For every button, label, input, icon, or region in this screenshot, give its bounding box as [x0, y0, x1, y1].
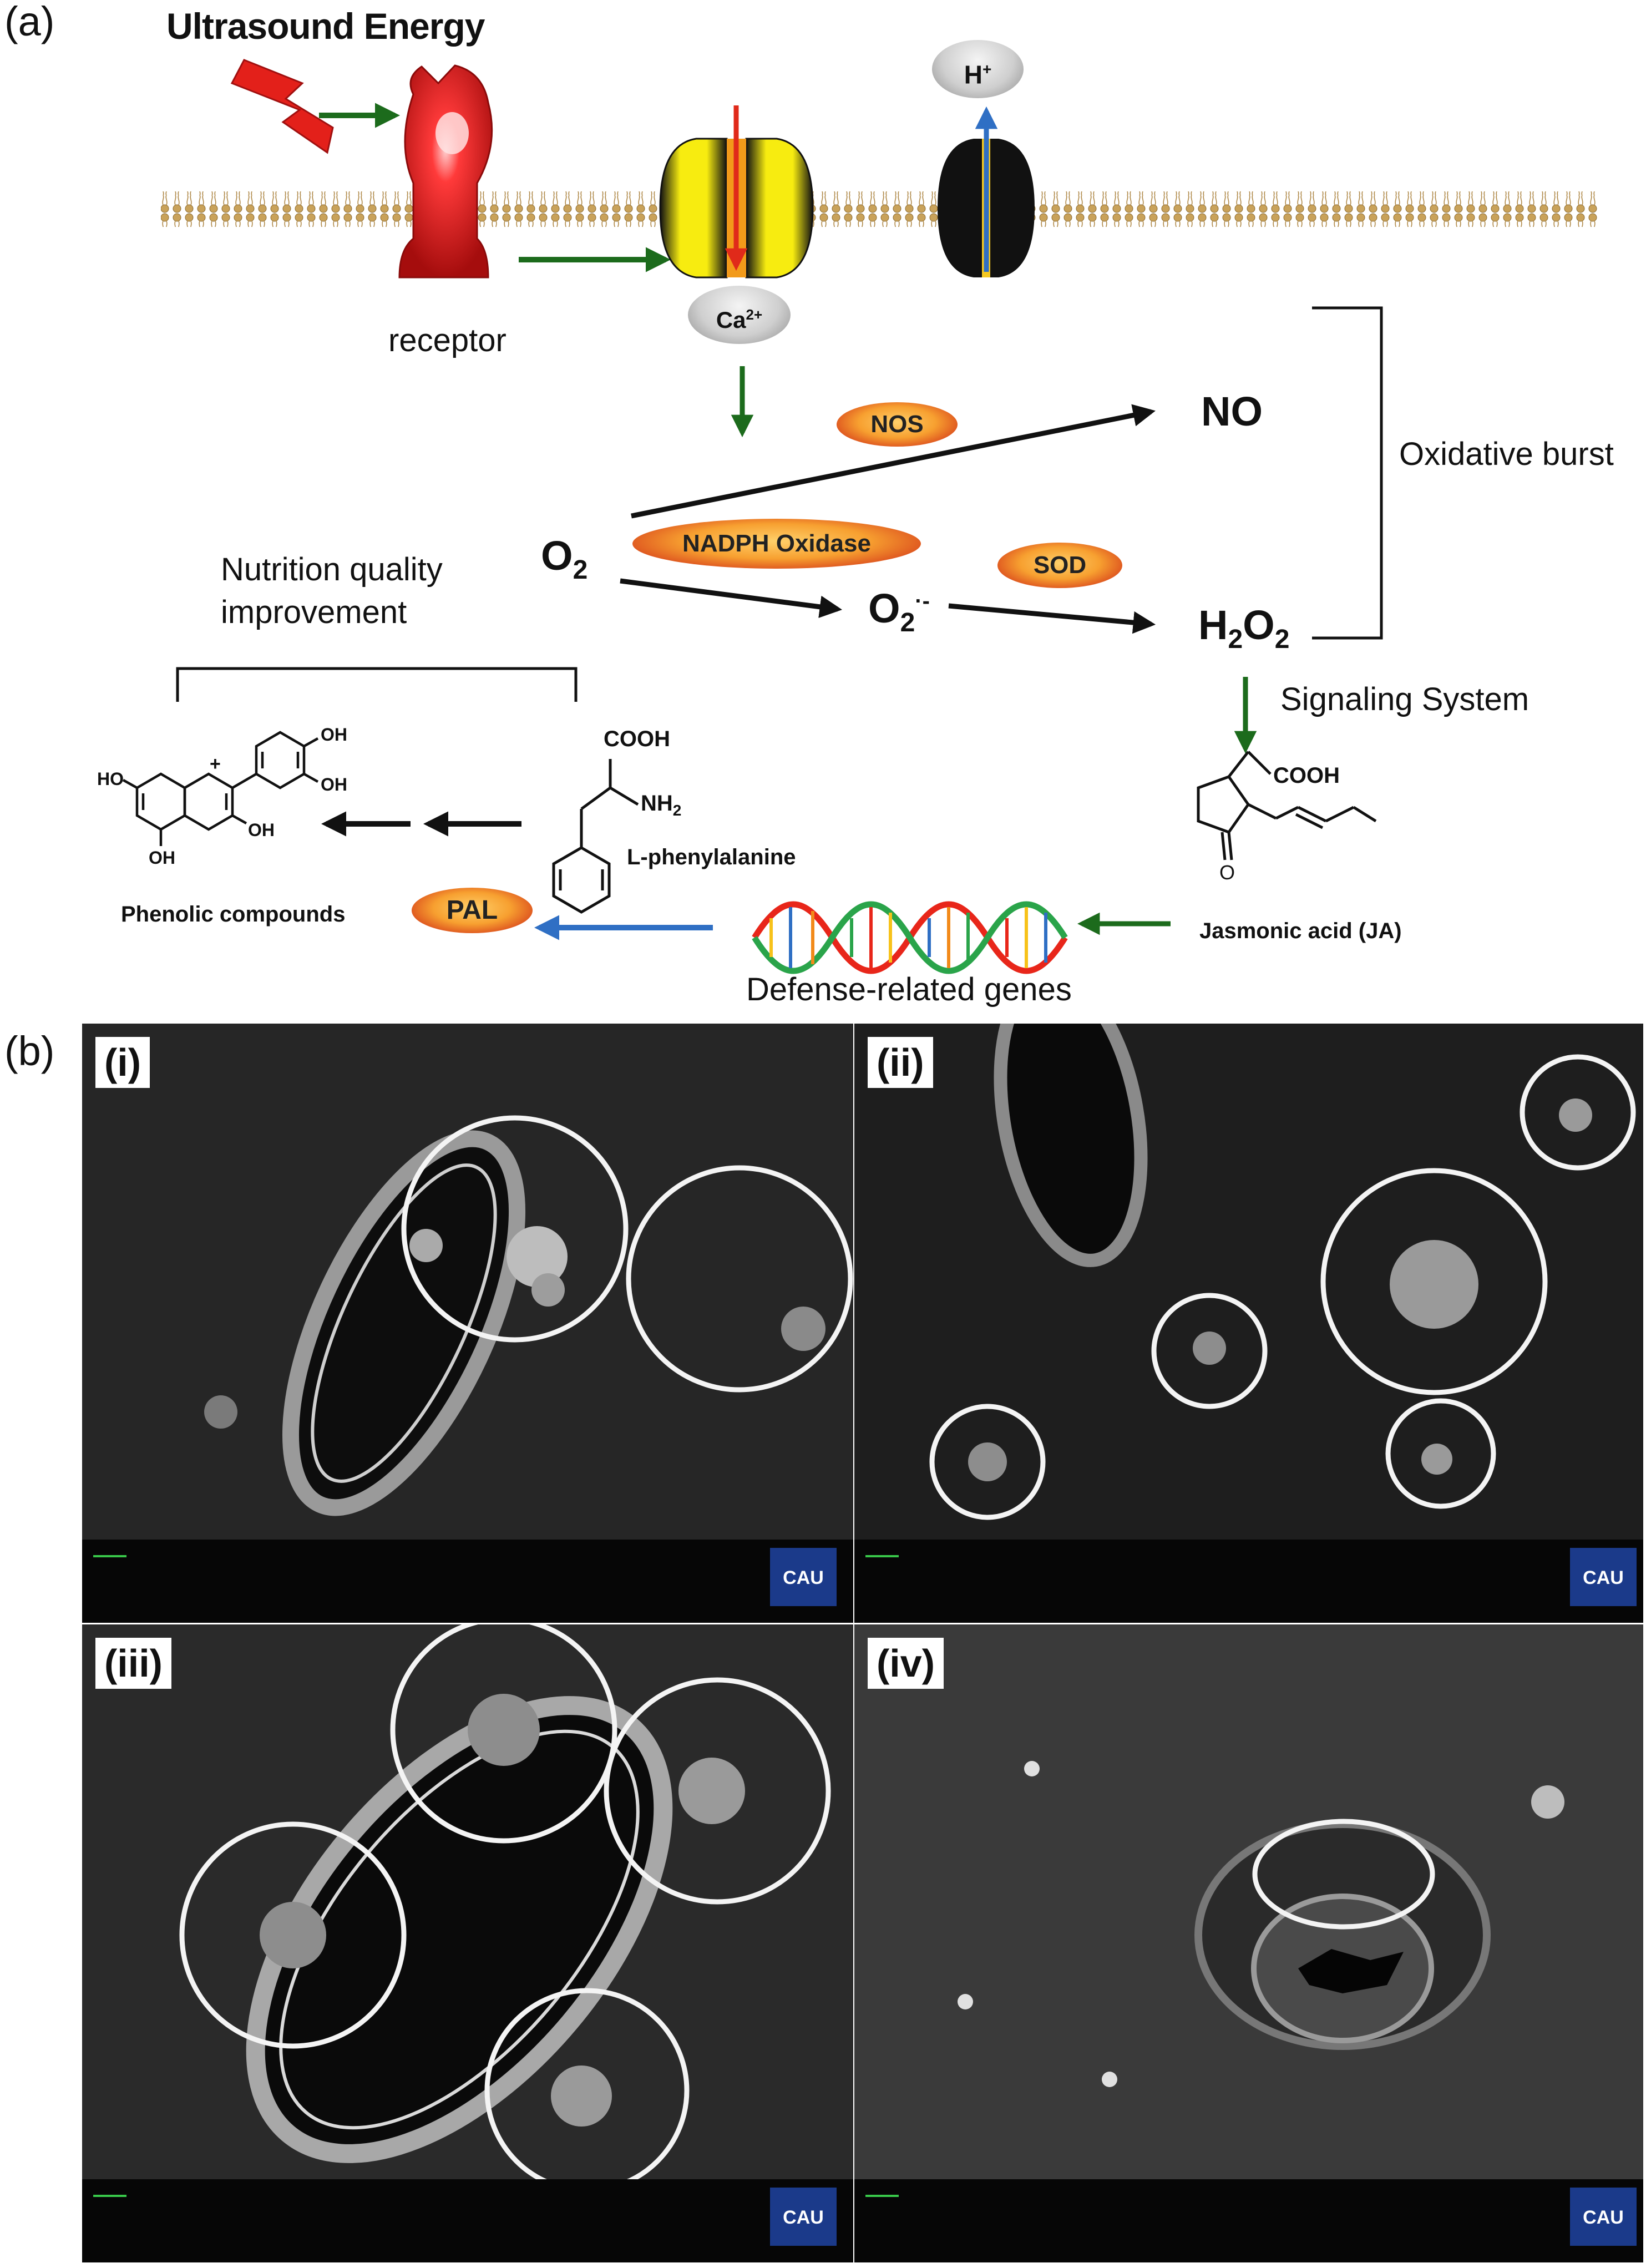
pathway-diagram — [122, 59, 1598, 974]
phenolic-oh-top-label: OH — [321, 725, 347, 745]
panel-a-label: (a) — [4, 0, 55, 44]
oxidative-burst-label: Oxidative burst — [1399, 436, 1614, 472]
sem-image-ii: CAU (ii) — [854, 1024, 1643, 1623]
h-ion: H+ — [932, 40, 1024, 98]
sem-image-iii: CAU (iii) — [82, 1624, 853, 2262]
phenolic-cation-label: + — [210, 753, 221, 774]
sem-image-i: CAU (i) — [82, 1024, 853, 1623]
signaling-system-label: Signaling System — [1280, 681, 1529, 717]
phenylalanine-label: L-phenylalanine — [627, 845, 796, 869]
phenolic-oh-ring-label: OH — [248, 820, 275, 840]
oxygen-label: O2 — [541, 533, 588, 585]
sem-badge-i: CAU — [783, 1567, 824, 1588]
sem-tag-iii: (iii) — [95, 1638, 171, 1689]
phenolic-oh-bottom-label: OH — [149, 848, 175, 868]
pal-enzyme: PAL — [412, 888, 533, 933]
sem-badge-ii: CAU — [1583, 1567, 1624, 1588]
ja-cooh-label: COOH — [1273, 763, 1340, 788]
nadph-oxidase-enzyme: NADPH Oxidase — [632, 519, 921, 569]
no-label: NO — [1201, 388, 1263, 434]
superoxide-label: O2·- — [868, 585, 930, 637]
phe-nh2-label: NH2 — [641, 791, 682, 819]
sod-enzyme: SOD — [997, 543, 1122, 588]
phenolic-compounds-label: Phenolic compounds — [121, 902, 346, 927]
ultrasound-title: Ultrasound Energy — [166, 6, 485, 47]
sem-tag-i: (i) — [95, 1037, 150, 1088]
phenolic-oh-right-label: OH — [321, 774, 347, 794]
sem-image-iv: CAU (iv) — [854, 1624, 1643, 2262]
h2o2-label: H2O2 — [1198, 602, 1290, 654]
receptor-label: receptor — [388, 322, 507, 358]
phe-cooh-label: COOH — [604, 727, 670, 751]
nutrition-label-line1: Nutrition quality — [221, 551, 443, 588]
nos-enzyme: NOS — [837, 402, 958, 447]
panel-b-label: (b) — [4, 1028, 55, 1074]
phenolic-ho-label: HO — [97, 769, 124, 789]
sem-badge-iv: CAU — [1583, 2207, 1624, 2228]
ja-o-label: O — [1219, 861, 1235, 884]
sem-tag-ii: (ii) — [868, 1037, 933, 1088]
sem-tag-iv: (iv) — [868, 1638, 944, 1689]
jasmonic-acid-label: Jasmonic acid (JA) — [1199, 919, 1402, 943]
defense-genes-label: Defense-related genes — [746, 971, 1072, 1008]
ca-ion: Ca2+ — [688, 286, 791, 344]
nutrition-label-line2: improvement — [221, 594, 407, 630]
sem-badge-iii: CAU — [783, 2207, 824, 2228]
